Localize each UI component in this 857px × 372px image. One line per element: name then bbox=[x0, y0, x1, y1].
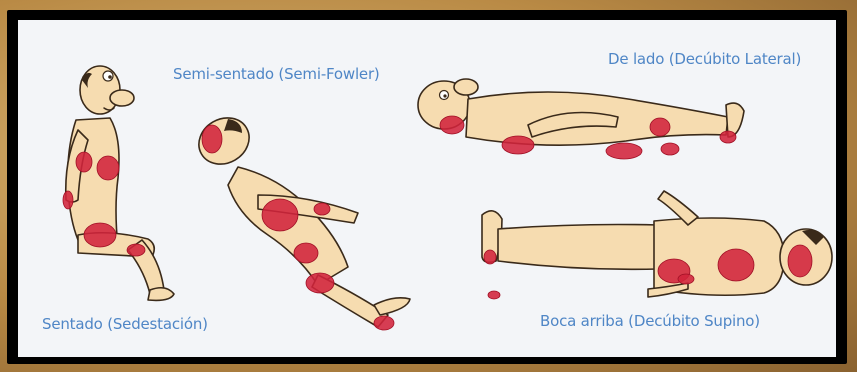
figure-sentado bbox=[38, 50, 188, 310]
figure-boca-arriba bbox=[468, 185, 838, 295]
label-sentado: Sentado (Sedestación) bbox=[42, 315, 208, 333]
label-semi-sentado: Semi-sentado (Semi-Fowler) bbox=[173, 65, 380, 83]
label-boca-arriba: Boca arriba (Decúbito Supino) bbox=[540, 312, 760, 330]
figure-de-lado bbox=[408, 65, 758, 165]
figure-semi-sentado bbox=[188, 105, 438, 325]
illustration-panel: Sentado (Sedestación) Semi-sentado (Semi… bbox=[18, 20, 836, 357]
